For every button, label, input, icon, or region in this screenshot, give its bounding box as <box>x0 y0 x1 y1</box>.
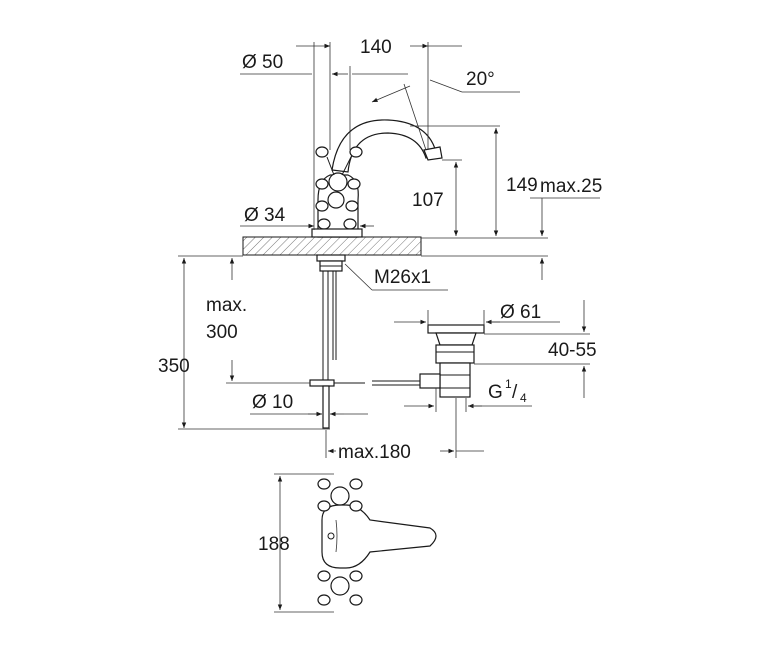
dim-diameter-61: Ø 61 <box>500 302 541 323</box>
dim-thread-g-denominator: 4 <box>520 391 527 405</box>
faucet-front-view <box>311 119 443 238</box>
dim-diameter-34: Ø 34 <box>244 205 286 226</box>
dim-max-300-line2: 300 <box>206 322 238 343</box>
dim-height-188: 188 <box>258 534 290 555</box>
drain-assembly <box>419 324 485 398</box>
dim-range-40-55: 40-55 <box>548 340 597 361</box>
dim-max-180: max.180 <box>338 442 411 463</box>
dim-thread-g-numerator: 1 <box>505 377 512 391</box>
dim-diameter-10: Ø 10 <box>252 392 293 413</box>
dimension-lines <box>178 42 600 613</box>
dim-max-25: max.25 <box>540 176 602 197</box>
countertop <box>242 236 422 256</box>
dim-thread-g-slash: / <box>512 382 518 403</box>
dim-thread-m26x1: M26x1 <box>374 267 431 288</box>
dim-diameter-50: Ø 50 <box>242 52 283 73</box>
upper-cross-handle <box>315 146 363 192</box>
dim-max-300-line1: max. <box>206 295 247 316</box>
faucet-top-view <box>317 478 437 606</box>
dim-height-350: 350 <box>158 356 190 377</box>
dim-width-140: 140 <box>360 37 392 58</box>
dim-thread-g: G <box>488 382 503 403</box>
dim-angle-20: 20° <box>466 69 495 90</box>
dimension-labels: Ø 50 140 20° 149 107 max.25 Ø 34 M26x1 m… <box>158 37 602 555</box>
dim-height-149: 149 <box>506 175 538 196</box>
dim-height-107: 107 <box>412 190 444 211</box>
